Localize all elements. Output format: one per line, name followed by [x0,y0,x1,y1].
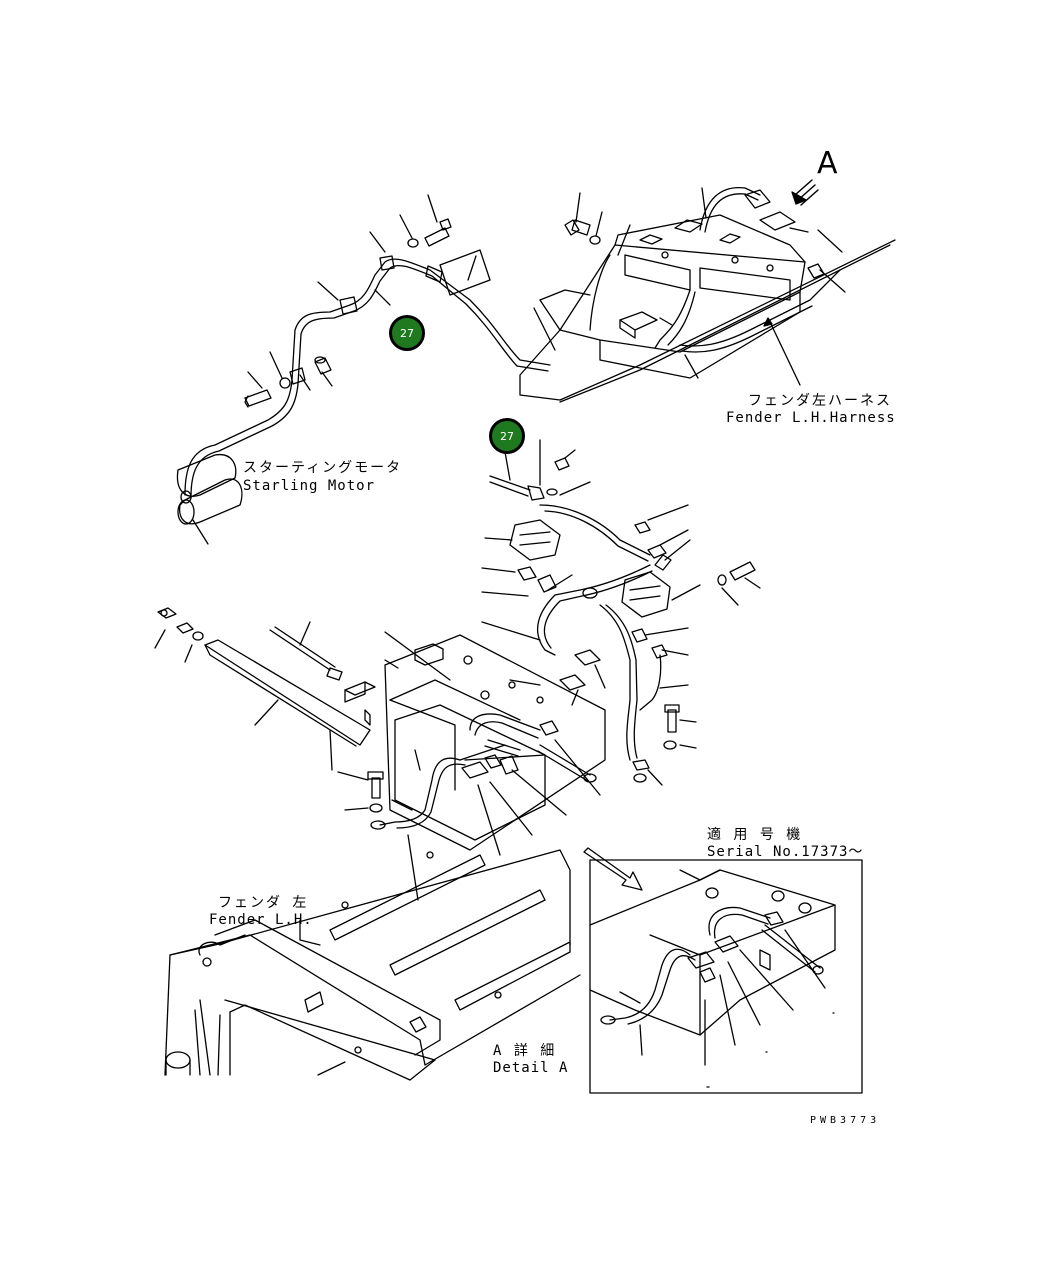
starter-cable-assembly [184,194,556,498]
battery-box-top [519,179,896,403]
fender-lh [164,849,581,1081]
drawing-code: PWB3773 [810,1115,881,1126]
fender-harness-label-en: Fender L.H.Harness [726,410,896,426]
fender-label-en: Fender L.H. [209,912,313,928]
fender-harness-label-jp: フェンダ左ハーネス [748,393,892,409]
callout-27-top[interactable]: 27 [389,315,425,351]
starting-motor-label-jp: スターティングモータ [243,460,403,476]
battery-lower [154,607,606,901]
serial-label-jp: 適 用 号 機 [707,827,803,843]
view-letter-a: A [817,146,838,181]
detail-label-jp: A 詳 細 [493,1043,557,1059]
starting-motor-label-en: Starling Motor [243,478,376,494]
callout-27-middle[interactable]: 27 [489,418,525,454]
starting-motor [176,453,243,545]
serial-label-en: Serial No.17373～ [707,844,864,860]
detail-label-en: Detail A [493,1060,569,1076]
detail-a-box [583,847,863,1094]
middle-cable-parts [481,439,761,786]
fender-label-jp: フェンダ 左 [218,895,309,911]
